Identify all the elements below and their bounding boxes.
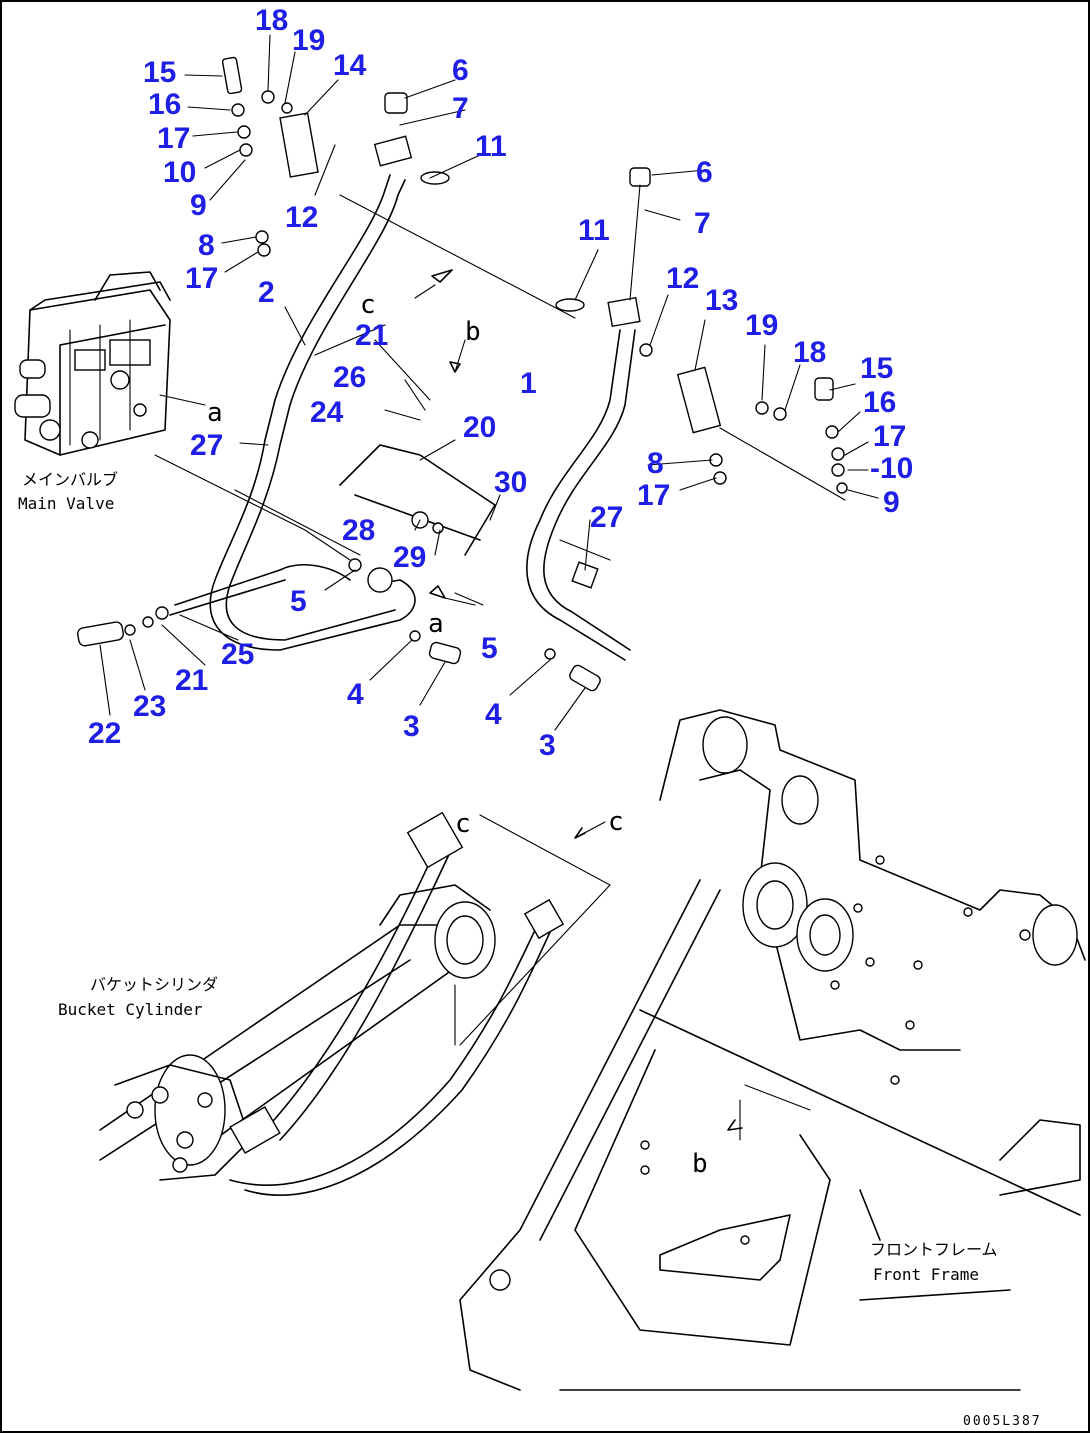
callout-part-6: 6 [452, 54, 469, 87]
callout-part-17d: 17 [637, 479, 670, 512]
callout-part-9b: 9 [883, 486, 900, 519]
callout-part-7: 7 [452, 92, 469, 125]
callout-part-4b: 4 [485, 698, 502, 731]
callout-part-2: 2 [258, 276, 275, 309]
callout-part-14: 14 [333, 49, 367, 82]
callout-part-25: 25 [221, 638, 254, 671]
marker-a-valve: a [207, 398, 223, 428]
bucket-cylinder-label-en: Bucket Cylinder [58, 1000, 203, 1019]
callout-part-11b: 11 [578, 214, 610, 247]
callout-part-27: 27 [190, 429, 223, 462]
marker-c-pipe: c [360, 290, 376, 320]
callout-part-5b: 5 [481, 632, 498, 665]
callout-part-17c: 17 [873, 420, 906, 453]
callout-part-19: 19 [292, 24, 325, 57]
callout-part-4: 4 [347, 678, 364, 711]
callout-part-21b: 21 [175, 664, 208, 697]
callout-part-16: 16 [148, 88, 181, 121]
callout-part-6b: 6 [696, 156, 713, 189]
callout-part-15b: 15 [860, 352, 893, 385]
callout-part-10b: -10 [870, 452, 913, 485]
callout-part-10: 10 [163, 156, 196, 189]
callout-part-15: 15 [143, 56, 176, 89]
callout-part-8: 8 [198, 229, 215, 262]
callout-part-5: 5 [290, 585, 307, 618]
callout-part-26: 26 [333, 361, 366, 394]
callout-part-17b: 17 [185, 262, 218, 295]
main-valve-label-en: Main Valve [18, 494, 114, 513]
callout-part-27b: 27 [590, 501, 623, 534]
callout-part-24: 24 [310, 396, 344, 429]
callout-part-18: 18 [255, 4, 288, 37]
marker-c-cylinder: c [455, 809, 471, 839]
front-frame-label-jp: フロントフレーム [870, 1240, 998, 1259]
callout-part-30: 30 [494, 466, 527, 499]
bucket-cylinder-label-jp: バケットシリンダ [90, 975, 218, 994]
callout-part-23: 23 [133, 690, 166, 723]
callout-part-7b: 7 [694, 207, 711, 240]
front-frame-label-en: Front Frame [873, 1265, 979, 1284]
callout-part-22: 22 [88, 717, 121, 750]
diagram-code: 0005L387 [963, 1414, 1042, 1429]
main-valve-drawing [14, 271, 206, 456]
callout-part-28: 28 [342, 514, 375, 547]
callout-part-3: 3 [403, 710, 420, 743]
callout-part-19b: 19 [745, 309, 778, 342]
callout-part-13: 13 [705, 284, 738, 317]
callout-part-12: 12 [285, 201, 318, 234]
marker-b-frame: b [692, 1149, 708, 1179]
pipe-assembly-drawing [77, 34, 879, 731]
callouts: 18 19 14 15 16 17 10 9 12 8 17 6 7 11 6 … [88, 4, 913, 762]
callout-part-17: 17 [157, 122, 190, 155]
callout-part-16b: 16 [863, 386, 896, 419]
callout-part-3b: 3 [539, 729, 556, 762]
marker-b-pipe: b [465, 317, 481, 347]
callout-part-1: 1 [520, 367, 537, 400]
callout-part-9: 9 [190, 189, 207, 222]
callout-part-18b: 18 [793, 336, 826, 369]
bucket-cylinder-drawing [99, 811, 611, 1196]
main-valve-label-jp: メインバルブ [22, 470, 118, 489]
marker-c-cylinder-arrow: c [608, 807, 624, 837]
callout-part-21: 21 [355, 319, 388, 352]
callout-part-20: 20 [463, 411, 496, 444]
front-frame-drawing [459, 709, 1086, 1391]
callout-part-11: 11 [475, 130, 507, 163]
marker-a-pipe: a [428, 609, 444, 639]
callout-part-29: 29 [393, 541, 426, 574]
callout-part-12b: 12 [666, 262, 699, 295]
callout-part-8b: 8 [647, 447, 664, 480]
